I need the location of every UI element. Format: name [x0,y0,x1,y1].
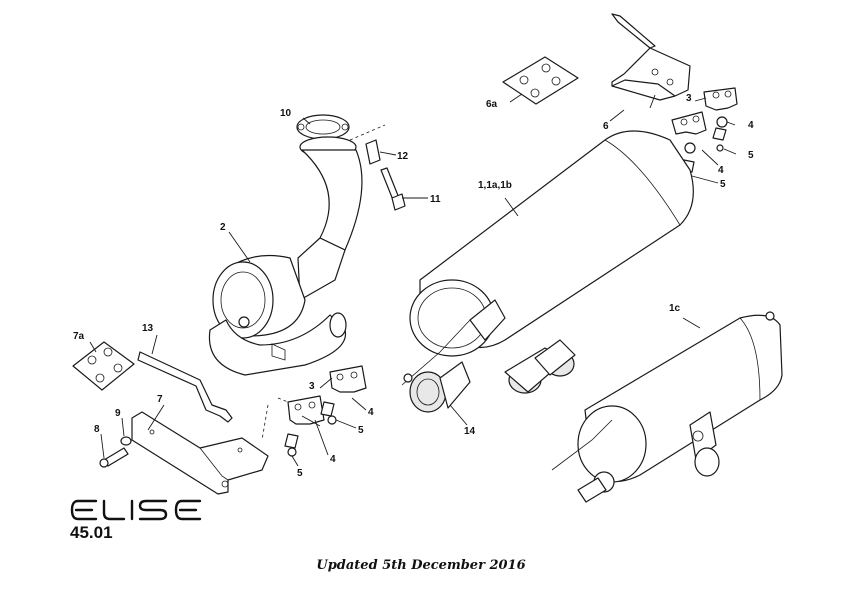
label-catalyst: 2 [220,222,226,233]
label-bolt-upper-b: 4 [718,165,724,176]
nut-and-stud [349,124,406,211]
page-code: 45.01 [70,523,113,542]
label-mount-plate-upper: 6a [486,99,498,110]
mount-plate-upper [502,56,579,105]
label-stud: 11 [430,194,441,205]
main-silencer [401,130,694,394]
label-screw-lower-a: 5 [358,425,364,436]
label-clamp-upper: 3 [686,93,692,104]
hanger-bracket [611,13,691,109]
lower-clamp-assembly [261,365,367,457]
tailpipe-trim [409,361,471,413]
label-screw-upper-b: 5 [720,179,726,190]
gasket [296,114,350,140]
label-alt-silencer: 1c [669,303,681,314]
strap [137,351,233,423]
catalyst-downpipe [208,136,363,376]
label-gasket: 10 [280,108,292,119]
label-bolt: 8 [94,424,100,435]
label-screw-lower-b: 5 [297,468,303,479]
upper-clamp-assembly [671,87,738,179]
label-strap: 13 [142,323,154,334]
label-tailpipe-trim: 14 [464,426,476,437]
label-washer: 9 [115,408,121,419]
label-nut: 12 [397,151,409,162]
label-bolt-upper-a: 4 [748,120,754,131]
bolt-and-washer [99,436,132,468]
label-mount-plate-lower: 7a [73,331,85,342]
elise-logo [70,499,202,521]
heat-shield [131,411,269,495]
label-screw-upper-a: 5 [748,150,754,161]
label-heat-shield: 7 [157,394,163,405]
label-main-silencer: 1,1a,1b [478,180,512,191]
mount-plate-lower [72,341,135,391]
label-clamp-lower: 3 [309,381,315,392]
label-hanger-bracket: 6 [603,121,609,132]
label-bolt-lower-b: 4 [330,454,336,465]
label-bolt-lower-a: 4 [368,407,374,418]
alt-silencer [551,311,783,503]
leader-lines [89,93,737,467]
updated-date: Updated 5th December 2016 [316,558,526,573]
